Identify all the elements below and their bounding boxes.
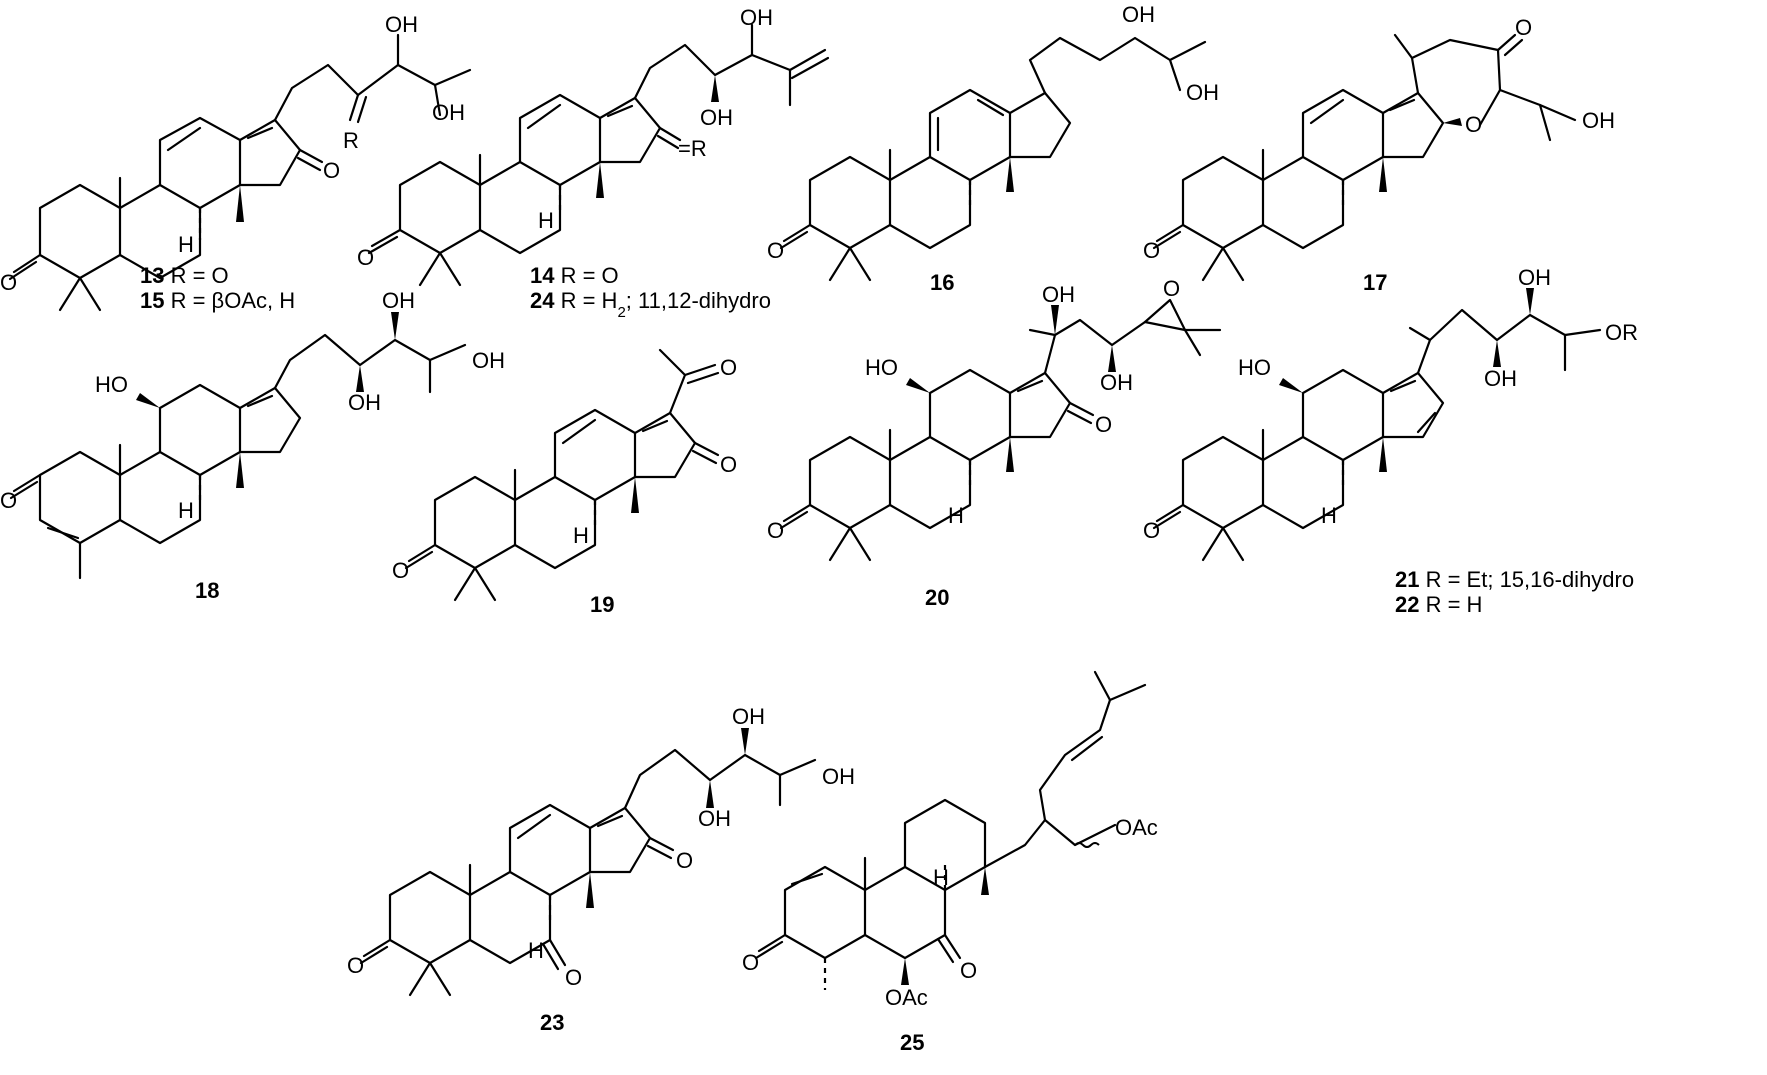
atom-o: O xyxy=(0,488,17,513)
atom-oh: OH xyxy=(1042,282,1075,307)
atom-oh: OH xyxy=(700,105,733,130)
atom-h: H xyxy=(528,938,544,963)
atom-o: O xyxy=(676,848,693,873)
atom-o: O xyxy=(960,958,977,983)
atom-o: O xyxy=(323,158,340,183)
atom-eq-r: =R xyxy=(678,136,707,161)
atom-oh: OH xyxy=(1582,108,1615,133)
compound-label-16: 16 xyxy=(930,270,954,295)
atom-oh: OH xyxy=(1100,370,1133,395)
atom-oh: OH xyxy=(472,348,505,373)
atom-oh: OH xyxy=(432,100,465,125)
structure-23: H O O O OH OH OH 23 xyxy=(347,704,855,1035)
atom-oh: OH xyxy=(1122,2,1155,27)
compound-label-23: 23 xyxy=(540,1010,564,1035)
atom-or: OR xyxy=(1605,320,1638,345)
atom-h: H xyxy=(948,503,964,528)
compound-label-25: 25 xyxy=(900,1030,924,1055)
atom-oh: OH xyxy=(822,764,855,789)
structure-13-15: H O O R OH OH 13 R = O 15 R = βOAc, H xyxy=(0,12,472,313)
atom-oh: OH xyxy=(1484,366,1517,391)
atom-o: O xyxy=(742,950,759,975)
atom-oh: OH xyxy=(740,5,773,30)
atom-o: O xyxy=(1143,238,1160,263)
atom-o: O xyxy=(767,238,784,263)
atom-oh: OH xyxy=(698,806,731,831)
structure-20: H HO O O OH OH O 20 xyxy=(767,276,1222,610)
atom-o: O xyxy=(565,965,582,990)
compound-label-17: 17 xyxy=(1363,270,1387,295)
atom-o: O xyxy=(347,953,364,978)
compound-label-20: 20 xyxy=(925,585,949,610)
atom-h: H xyxy=(178,232,194,257)
atom-o: O xyxy=(720,355,737,380)
compound-label-22: 22 R = H xyxy=(1395,592,1482,617)
compound-label-24: 24 R = H2; 11,12-dihydro xyxy=(530,288,771,321)
compound-label-19: 19 xyxy=(590,592,614,617)
atom-h: H xyxy=(573,523,589,548)
structure-17: O O O OH 17 xyxy=(1143,15,1615,295)
structure-14-24: H O =R OH OH 14 R = O 24 R = H2; 11,12-d… xyxy=(357,5,830,321)
structure-18: H HO O OH OH OH 18 xyxy=(0,288,505,603)
atom-ho: HO xyxy=(865,355,898,380)
atom-ho: HO xyxy=(95,372,128,397)
compound-label-14: 14 R = O xyxy=(530,263,619,288)
atom-o: O xyxy=(1095,412,1112,437)
atom-h: H xyxy=(538,208,554,233)
atom-o: O xyxy=(1163,276,1180,301)
atom-o: O xyxy=(767,518,784,543)
compound-label-18: 18 xyxy=(195,578,219,603)
atom-oh: OH xyxy=(348,390,381,415)
atom-h: H xyxy=(178,498,194,523)
atom-o: O xyxy=(1515,15,1532,40)
atom-oh: OH xyxy=(1518,265,1551,290)
atom-h: H xyxy=(933,865,949,890)
atom-oh: OH xyxy=(385,12,418,37)
compound-label-15: 15 R = βOAc, H xyxy=(140,288,295,313)
compound-label-13: 13 R = O xyxy=(140,263,229,288)
atom-o: O xyxy=(0,270,17,295)
structure-16: O OH OH 16 xyxy=(767,2,1219,295)
atom-oac: OAc xyxy=(1115,815,1158,840)
structure-21-22: H HO O OH OH OR 21 R = Et; 15,16-dihydro… xyxy=(1143,265,1638,617)
structure-19: H O O O 19 xyxy=(392,348,737,617)
atom-o: O xyxy=(392,558,409,583)
structure-25: H O O OAc OAc 25 xyxy=(742,670,1158,1055)
atom-ho: HO xyxy=(1238,355,1271,380)
atom-h: H xyxy=(1321,503,1337,528)
atom-o: O xyxy=(357,245,374,270)
atom-oh: OH xyxy=(382,288,415,313)
atom-oh: OH xyxy=(732,704,765,729)
atom-oac: OAc xyxy=(885,985,928,1010)
compound-label-21: 21 R = Et; 15,16-dihydro xyxy=(1395,567,1634,592)
atom-r: R xyxy=(343,128,359,153)
atom-oh: OH xyxy=(1186,80,1219,105)
atom-o: O xyxy=(720,452,737,477)
atom-o: O xyxy=(1143,518,1160,543)
atom-o: O xyxy=(1465,112,1482,137)
